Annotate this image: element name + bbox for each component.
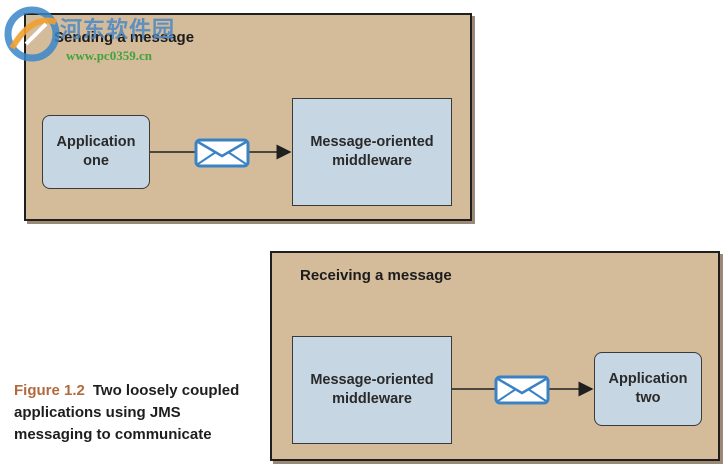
sending-connectors [150,138,292,168]
receiving-title: Receiving a message [300,267,452,284]
watermark-logo-icon [4,6,60,62]
figure-text: Two loosely coupled applications using J… [14,382,240,443]
sending-title: Sending a message [54,29,195,46]
receiving-connectors [452,375,594,405]
watermark: 河东软件园 www.pc0359.cn [0,0,215,72]
sending-panel: Sending a message Application one Messag… [24,13,472,221]
application-one-node: Application one [42,115,150,189]
watermark-url: www.pc0359.cn [66,48,152,63]
envelope-icon [494,375,550,405]
watermark-name: 河东软件园 [60,17,176,42]
receiving-panel: Receiving a message Message-oriented mid… [270,251,720,461]
application-two-node: Application two [594,352,702,426]
middleware-receive-node: Message-oriented middleware [292,336,452,444]
middleware-send-node: Message-oriented middleware [292,98,452,206]
figure-label: Figure 1.2 [14,382,85,399]
envelope-icon [194,138,250,168]
